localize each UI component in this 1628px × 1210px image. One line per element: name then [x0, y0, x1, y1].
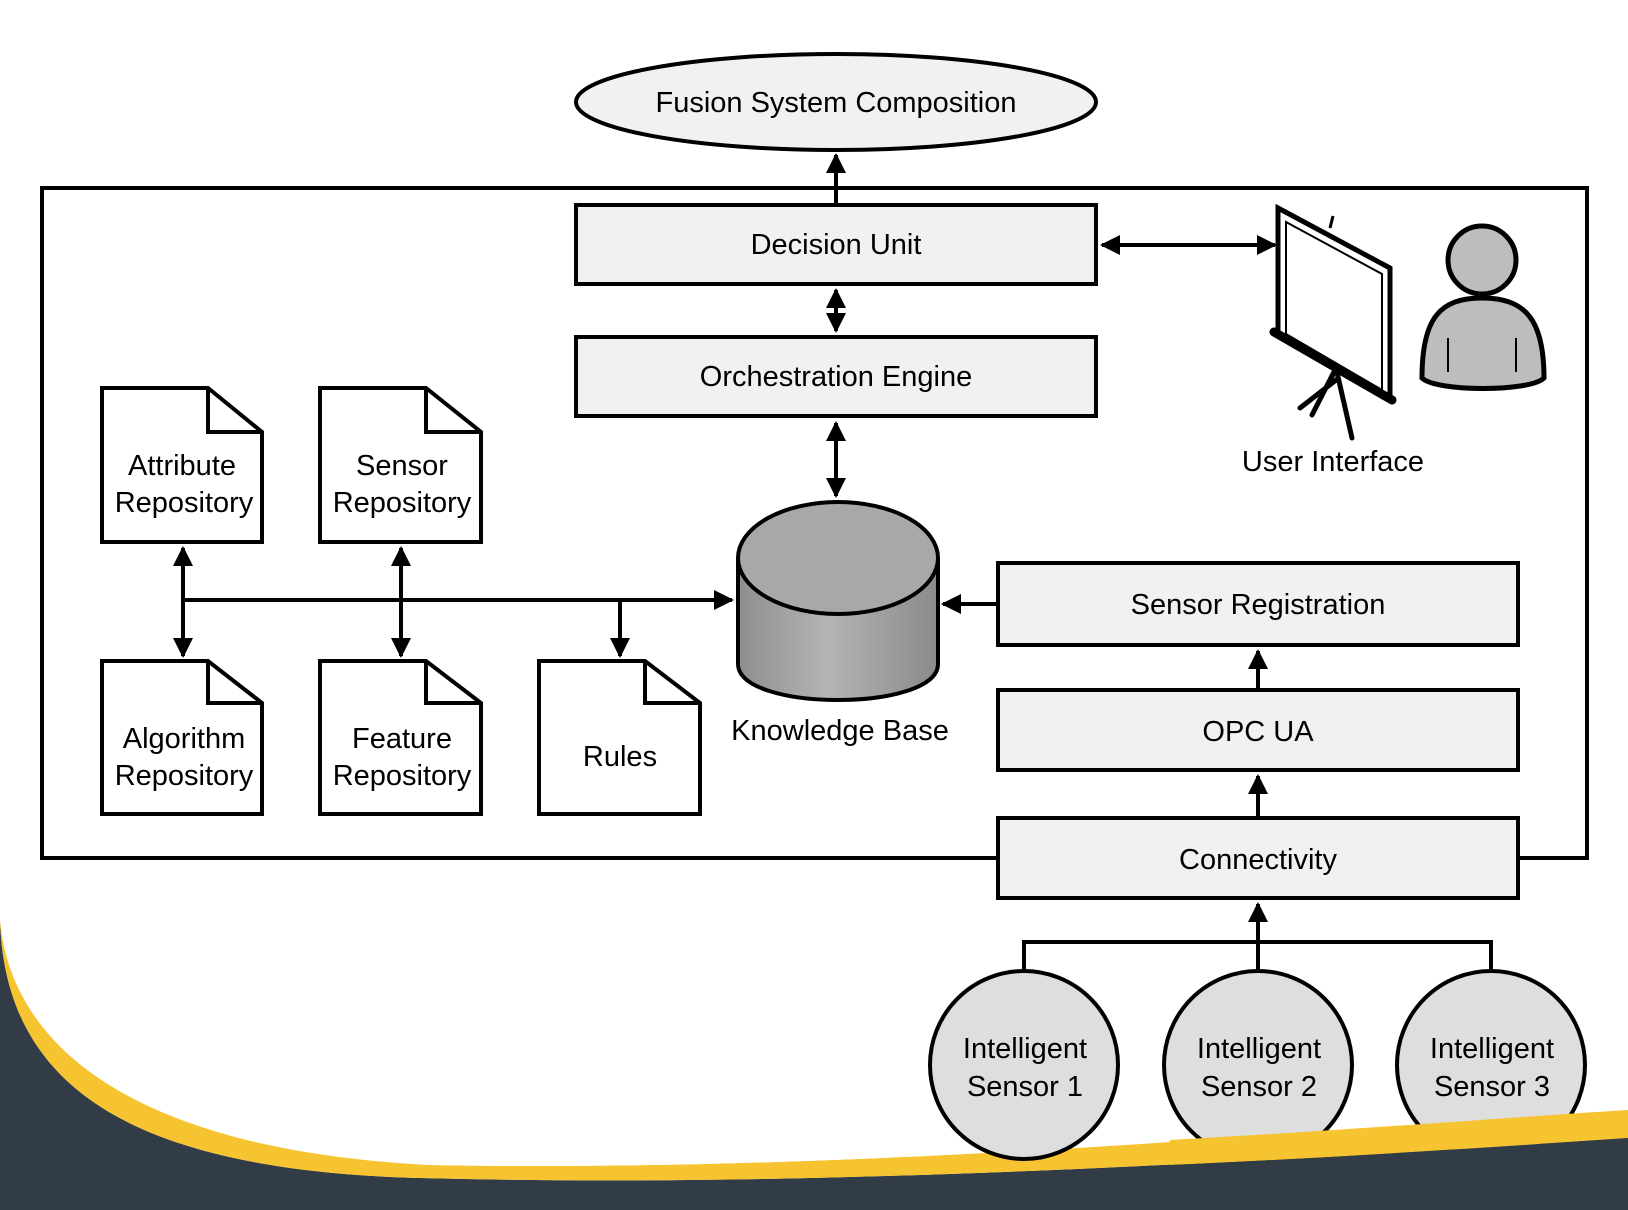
opc-ua-node: OPC UA	[996, 688, 1520, 772]
knowledge-base-cylinder	[736, 500, 940, 702]
footer-swoosh-overlay	[1170, 1110, 1628, 1165]
attribute-repository-doc: Attribute Repository	[100, 386, 264, 544]
rules-label: Rules	[583, 741, 657, 773]
feature-repository-label-1: Feature	[352, 723, 452, 755]
intelligent-sensor-1: Intelligent Sensor 1	[928, 969, 1120, 1161]
sensor-1-label-2: Sensor 1	[967, 1071, 1083, 1103]
algorithm-repository-label-2: Repository	[115, 760, 254, 792]
fusion-system-composition-label: Fusion System Composition	[655, 87, 1016, 119]
system-boundary	[40, 186, 1589, 860]
footer-swoosh-overlay-dark	[1170, 1138, 1628, 1210]
sensor-1-label-1: Intelligent	[963, 1033, 1087, 1065]
sensor-3-label-1: Intelligent	[1430, 1033, 1554, 1065]
sensor-repository-label-1: Sensor	[356, 450, 448, 482]
feature-repository-label-2: Repository	[333, 760, 472, 792]
sensor-2-label-1: Intelligent	[1197, 1033, 1321, 1065]
decision-unit-label: Decision Unit	[751, 229, 922, 261]
user-interface-label: User Interface	[1242, 446, 1424, 478]
sensor-registration-label: Sensor Registration	[1131, 589, 1386, 621]
sensor-repository-doc: Sensor Repository	[318, 386, 483, 544]
sensor-bus	[1022, 902, 1493, 972]
feature-repository-doc: Feature Repository	[318, 659, 483, 816]
knowledge-base-label: Knowledge Base	[731, 715, 949, 747]
connectivity-node: Connectivity	[996, 816, 1520, 900]
sensor-registration-node: Sensor Registration	[996, 561, 1520, 647]
orchestration-engine-node: Orchestration Engine	[574, 335, 1098, 418]
connectivity-label: Connectivity	[1179, 844, 1337, 876]
fusion-system-composition-node: Fusion System Composition	[574, 52, 1098, 152]
algorithm-repository-doc: Algorithm Repository	[100, 659, 264, 816]
sensor-repository-label-2: Repository	[333, 487, 472, 519]
intelligent-sensor-3: Intelligent Sensor 3	[1395, 969, 1587, 1161]
opc-ua-label: OPC UA	[1202, 716, 1314, 748]
rules-doc: Rules	[537, 659, 702, 816]
projection-screen-icon	[1269, 203, 1397, 441]
sensor-3-label-2: Sensor 3	[1434, 1071, 1550, 1103]
user-icon	[1419, 223, 1547, 391]
repository-bus	[173, 546, 734, 658]
intelligent-sensor-2: Intelligent Sensor 2	[1162, 969, 1354, 1161]
orchestration-engine-label: Orchestration Engine	[700, 361, 972, 393]
decision-unit-node: Decision Unit	[574, 203, 1098, 286]
attribute-repository-label-2: Repository	[115, 487, 254, 519]
attribute-repository-label-1: Attribute	[128, 450, 236, 482]
sensor-2-label-2: Sensor 2	[1201, 1071, 1317, 1103]
algorithm-repository-label-1: Algorithm	[123, 723, 246, 755]
